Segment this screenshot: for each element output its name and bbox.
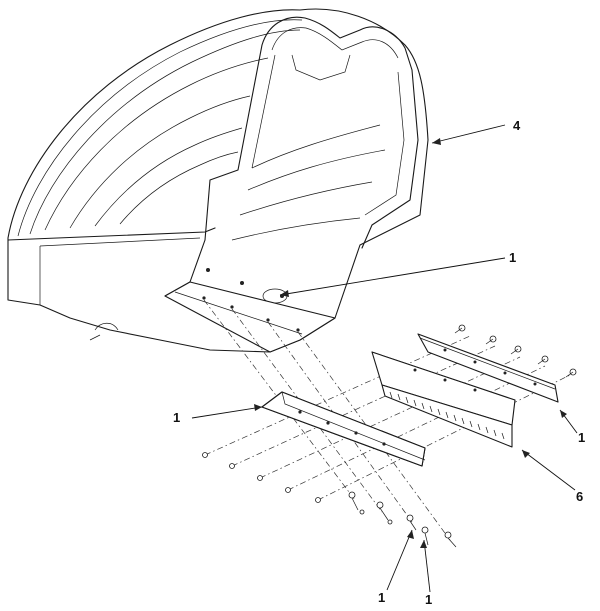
bolt: [510, 345, 522, 355]
callout-brush: 6: [576, 489, 583, 504]
callout-right-bracket: 1: [578, 430, 585, 445]
bolt: [485, 335, 497, 345]
callout-bottom-b: 1: [425, 592, 432, 607]
callout-upper-bracket: 1: [509, 250, 516, 265]
callout-housing: 4: [513, 118, 521, 133]
callout-left-bracket: 1: [173, 410, 180, 425]
bolt: [406, 514, 417, 531]
bolts-lower: [348, 491, 457, 548]
left-angle-bracket: [261, 391, 426, 467]
leader-lines: [191, 124, 578, 593]
callout-bottom-a: 1: [378, 590, 385, 605]
bolt: [421, 526, 429, 546]
bolt: [565, 368, 577, 378]
nuts-left: [202, 452, 321, 503]
right-angle-bracket: [417, 333, 559, 403]
bolt: [348, 491, 359, 511]
bolt: [376, 501, 389, 521]
bolt: [537, 355, 549, 365]
brush-strip: [371, 351, 516, 448]
bolt: [454, 324, 466, 334]
bolt: [444, 531, 457, 548]
bolts-upper: [454, 324, 577, 378]
upper-bracket: [164, 281, 336, 353]
housing-hood: [7, 8, 429, 353]
